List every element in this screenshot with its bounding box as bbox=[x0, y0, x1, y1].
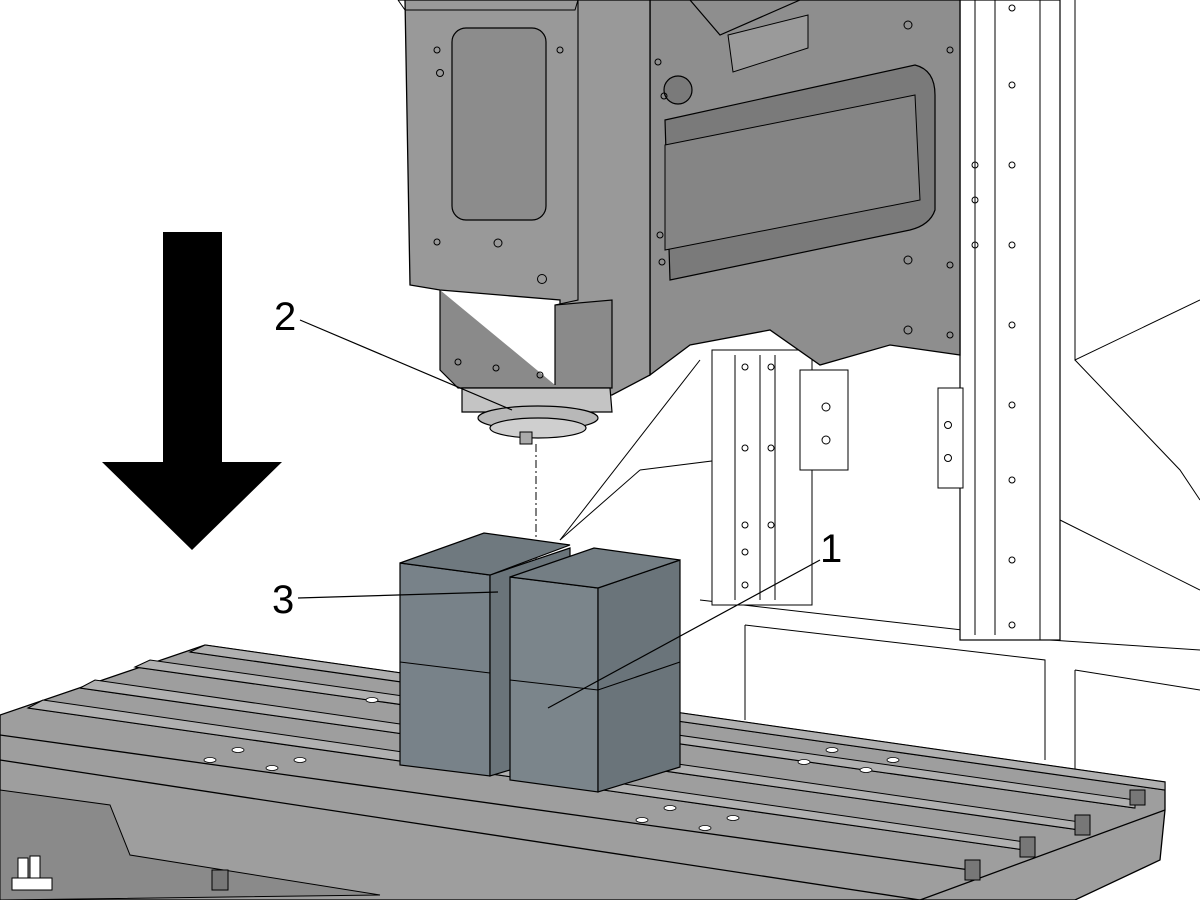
machine-frame bbox=[559, 0, 1200, 770]
callout-2: 2 bbox=[274, 295, 513, 411]
callout-3: 3 bbox=[272, 578, 499, 622]
callout-label-3: 3 bbox=[272, 578, 294, 622]
callout-label-2: 2 bbox=[274, 295, 296, 339]
spindle-head bbox=[397, 0, 979, 560]
down-arrow-icon bbox=[102, 232, 282, 550]
callout-label-1: 1 bbox=[820, 527, 842, 571]
callout-1: 1 bbox=[547, 527, 842, 709]
workpiece-blocks bbox=[399, 532, 681, 793]
workpiece-block-1 bbox=[509, 547, 681, 793]
